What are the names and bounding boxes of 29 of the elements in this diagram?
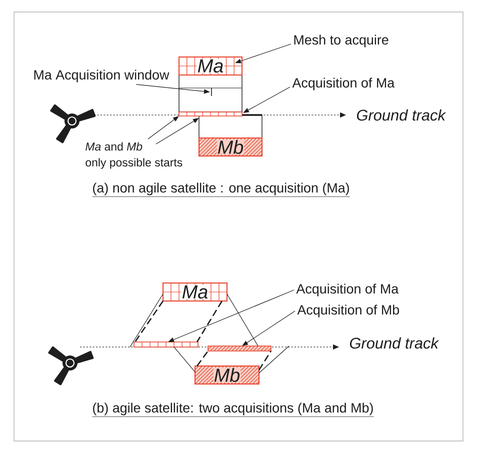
hatched-box: Mb <box>198 138 262 156</box>
mesh-strip <box>134 342 198 348</box>
mesh-strip <box>178 112 242 116</box>
line <box>226 294 258 346</box>
track-label: Ground track <box>350 337 440 349</box>
caption: (a) non agile satellite : one acquisition (Ma) <box>92 182 350 197</box>
line <box>174 346 196 372</box>
line <box>130 294 164 348</box>
callout-text: Ma and Mb only possible starts <box>86 142 182 169</box>
dashed-line <box>196 300 223 342</box>
mesh-box: Ma <box>178 56 242 76</box>
caption: (b) agile satellite: two acquisitions (Ma and Mb) <box>92 402 374 417</box>
dashed-line <box>258 350 272 370</box>
callout-text: Mesh to acquire <box>294 34 388 48</box>
callout-text: Acquisition of Ma <box>292 78 395 90</box>
callout-text: Acquisition of Ma <box>296 284 399 296</box>
mesh-box: Ma <box>162 282 228 302</box>
arrow <box>156 118 199 144</box>
callout-text: Acquisition of Mb <box>297 304 400 318</box>
callout-text: Ma Acquisition window <box>34 70 170 82</box>
hatched-box: Mb <box>194 366 260 384</box>
arrow <box>148 116 179 140</box>
hatched-strip <box>208 346 272 352</box>
line <box>258 346 290 374</box>
dashed-line <box>196 350 209 366</box>
track-label: Ground track <box>356 109 446 121</box>
arrow <box>242 310 296 346</box>
arrow <box>243 86 290 113</box>
dashed-line <box>134 300 164 342</box>
